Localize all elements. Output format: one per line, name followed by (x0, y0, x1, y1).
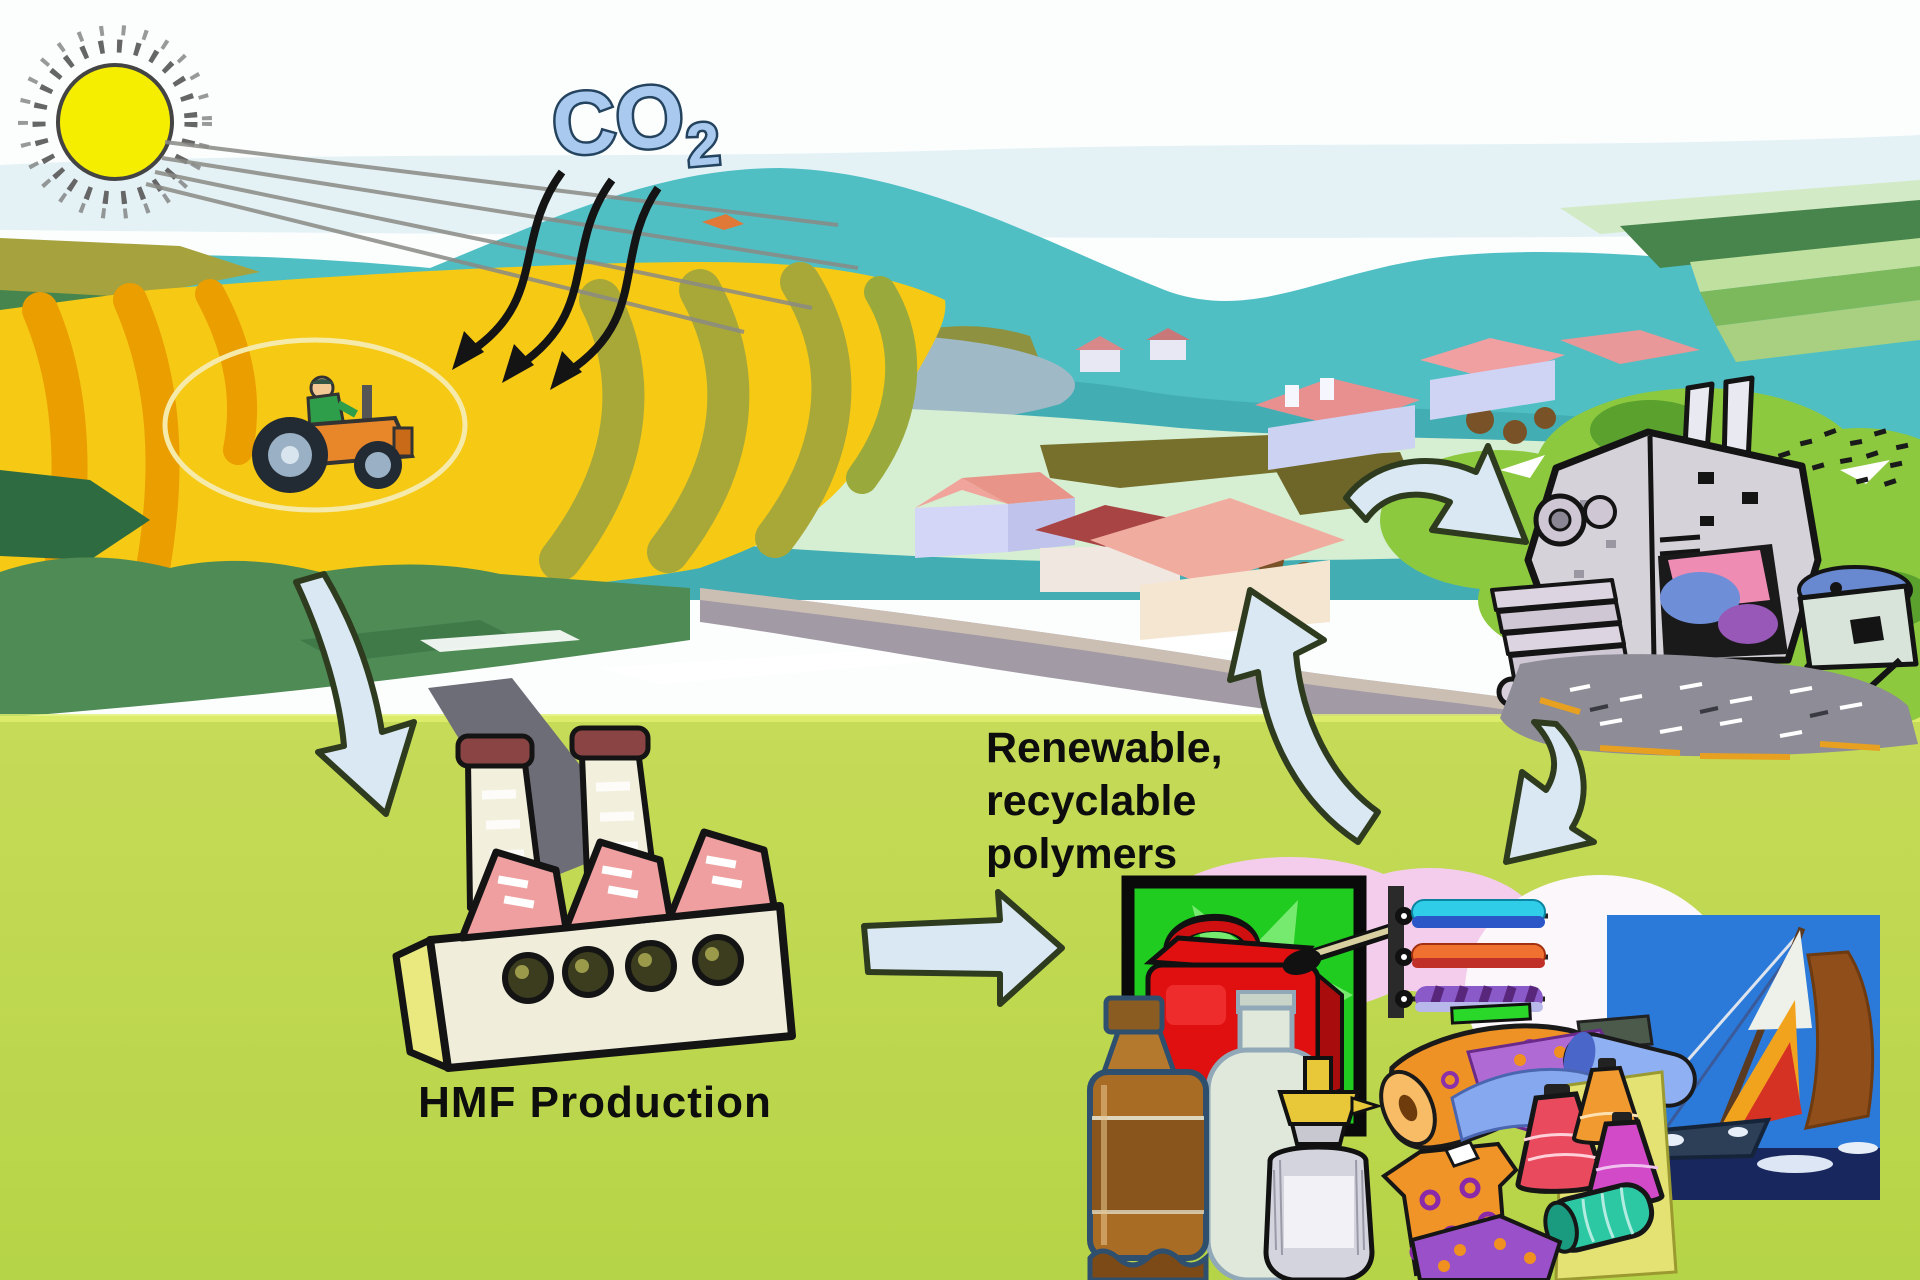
arrow-recycling-to-products-icon (1503, 719, 1597, 865)
arrow-field-to-factory-icon (293, 571, 417, 817)
arrow-products-to-consumers-icon (1227, 587, 1381, 845)
sun-rays (145, 140, 859, 334)
products-collage (1087, 857, 1880, 1280)
polymers-line-3: polymers (986, 830, 1178, 878)
spray-bottle-icon (1263, 1056, 1384, 1280)
tractor-icon (252, 375, 415, 493)
ground-divider (0, 714, 1920, 722)
flock-dashes-icon (1777, 428, 1909, 487)
textile-rack-icon (1388, 886, 1548, 1025)
arrow-factory-to-products-icon (861, 889, 1065, 1007)
polymers-line-1: Renewable, (986, 724, 1223, 772)
arrow-consumers-to-recycling-icon (1343, 443, 1529, 545)
hmf-production-label: HMF Production (418, 1078, 772, 1127)
co2-label: CO2 (548, 62, 723, 191)
hmf-factory-icon (392, 725, 796, 1072)
distant-bird-icon (702, 214, 744, 230)
renewable-polymers-label: Renewable, recyclable polymers (986, 722, 1223, 881)
polymers-line-2: recyclable (986, 777, 1197, 825)
sun-icon (18, 25, 212, 219)
factory-windows (502, 934, 744, 1004)
thread-spools-icon (1515, 1058, 1678, 1280)
co2-arrows-icon (452, 169, 662, 390)
cycle-arrows (293, 443, 1597, 1007)
soda-bottle-icon (1087, 995, 1209, 1280)
clothing-icon (1380, 1140, 1563, 1280)
recycling-plant-icon (1490, 375, 1919, 760)
